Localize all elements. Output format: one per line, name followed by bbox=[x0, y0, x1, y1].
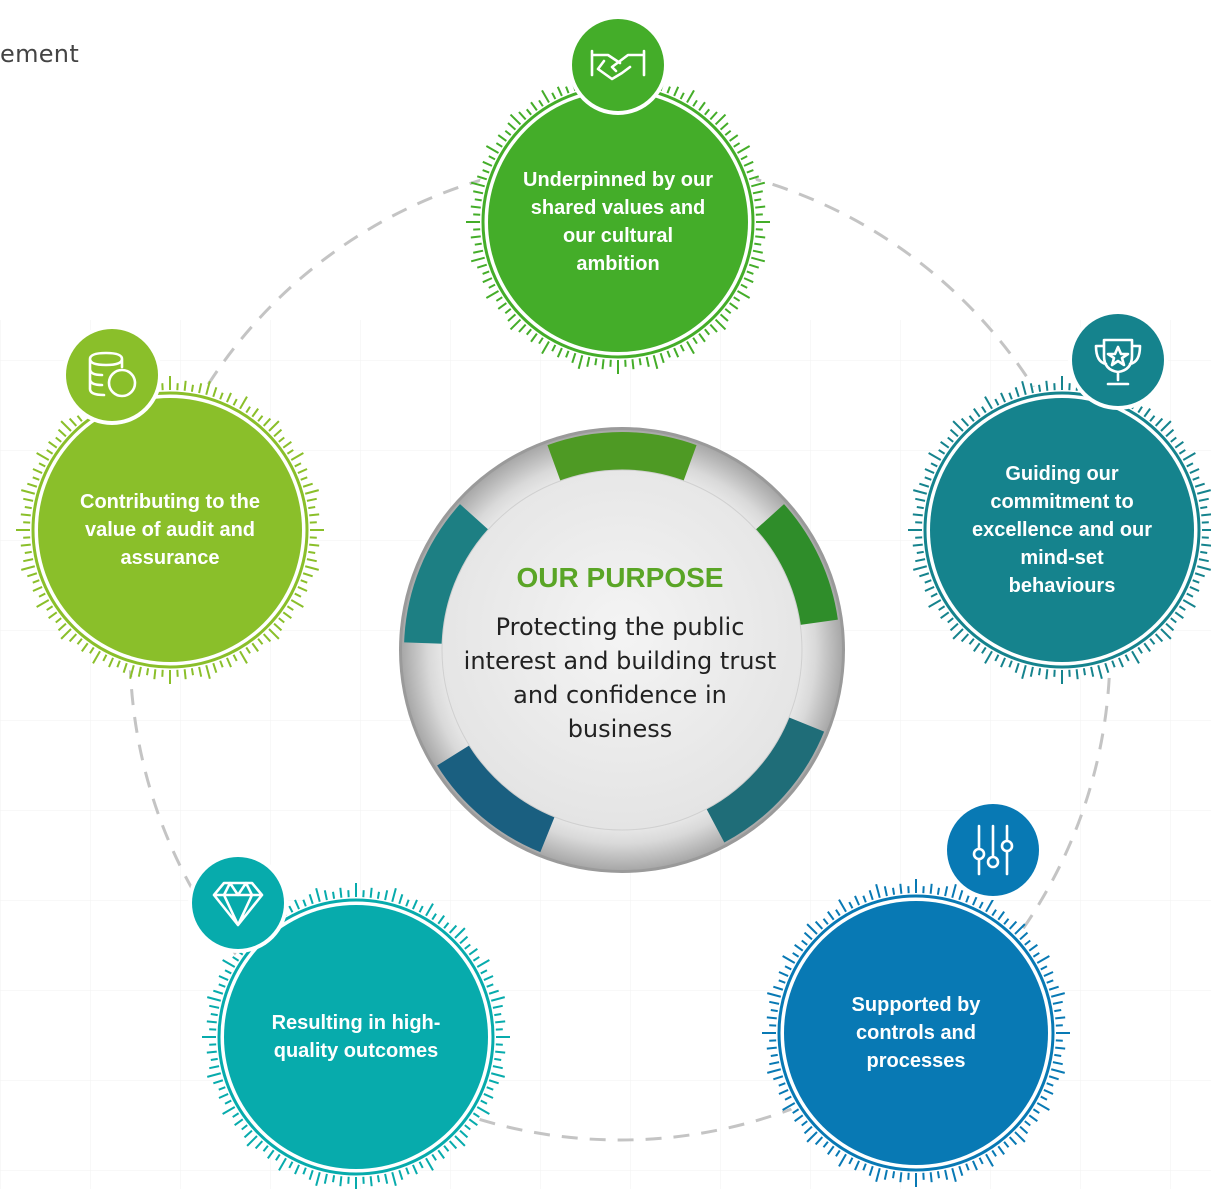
node-disc bbox=[930, 398, 1194, 662]
sliders-icon bbox=[972, 824, 1014, 876]
node-excellence bbox=[908, 310, 1211, 684]
center-body: Protecting the public interest and build… bbox=[463, 613, 777, 744]
center-disc bbox=[441, 469, 803, 831]
handshake-icon bbox=[590, 49, 646, 81]
node-layer bbox=[16, 15, 1211, 1189]
wheel-segment bbox=[702, 714, 825, 843]
node-outcomes bbox=[188, 853, 510, 1189]
wheel-segments bbox=[404, 432, 838, 853]
wheel-segment bbox=[437, 741, 558, 853]
node-disc bbox=[224, 905, 488, 1169]
icon-badge bbox=[192, 857, 284, 949]
node-controls bbox=[762, 800, 1070, 1187]
node-label-controls: Supported by controls and processes bbox=[851, 994, 981, 1072]
wheel-segment bbox=[404, 504, 495, 644]
icon-badge bbox=[572, 19, 664, 111]
center-wheel bbox=[399, 427, 845, 873]
node-label-excellence: Guiding our commitment to excellence and… bbox=[971, 463, 1153, 597]
node-disc bbox=[38, 398, 302, 662]
node-disc bbox=[488, 92, 748, 352]
diamond-icon bbox=[212, 881, 264, 927]
trophy-icon bbox=[1094, 338, 1142, 386]
wheel-segment bbox=[749, 504, 838, 627]
node-label-assurance: Contributing to the value of audit and a… bbox=[80, 491, 260, 569]
center-title: OUR PURPOSE bbox=[516, 562, 724, 593]
node-assurance bbox=[16, 325, 324, 684]
coins-dollar-icon bbox=[88, 351, 137, 398]
node-values bbox=[466, 15, 770, 374]
corner-text: ement bbox=[0, 40, 80, 68]
node-disc bbox=[784, 901, 1048, 1165]
node-label-outcomes: Resulting in high-quality outcomes bbox=[271, 1012, 441, 1062]
node-label-values: Underpinned by our shared values and our… bbox=[523, 169, 713, 275]
